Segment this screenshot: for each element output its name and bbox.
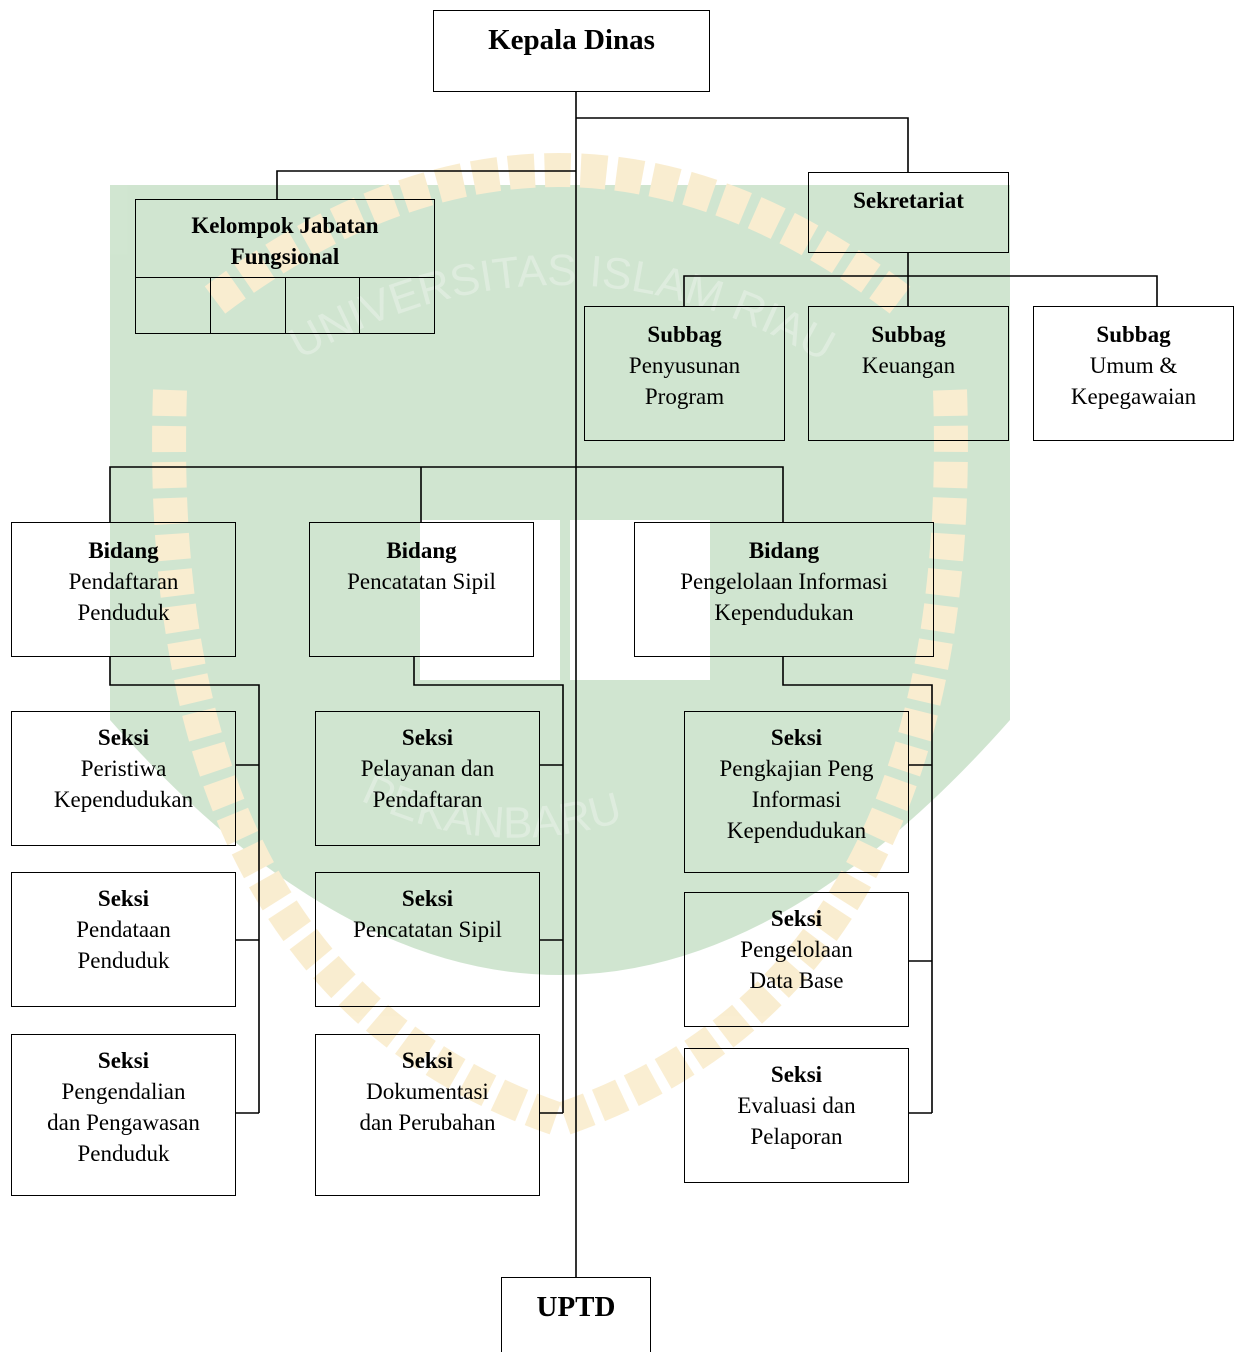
seksi-name: Evaluasi dan Pelaporan <box>737 1093 856 1149</box>
seksi-pendataan-penduduk-box: Seksi Pendataan Penduduk <box>11 872 236 1007</box>
subbag-name: Penyusunan Program <box>628 353 741 409</box>
fungsional-slot <box>136 278 211 333</box>
seksi-title: Seksi <box>770 1062 823 1087</box>
seksi-title: Seksi <box>97 886 150 911</box>
bidang-title: Bidang <box>386 538 457 563</box>
seksi-pengendalian-pengawasan-box: Seksi Pengendalian dan Pengawasan Pendud… <box>11 1034 236 1196</box>
kelompok-jabatan-fungsional-box: Kelompok Jabatan Fungsional <box>135 199 435 334</box>
fungsional-title: Kelompok Jabatan Fungsional <box>191 213 379 269</box>
seksi-title: Seksi <box>401 1048 454 1073</box>
sekretariat-title: Sekretariat <box>853 188 964 213</box>
seksi-title: Seksi <box>770 906 823 931</box>
seksi-title: Seksi <box>401 725 454 750</box>
seksi-pelayanan-pendaftaran-box: Seksi Pelayanan dan Pendaftaran <box>315 711 540 846</box>
bidang-pencatatan-sipil-box: Bidang Pencatatan Sipil <box>309 522 534 657</box>
subbag-umum-kepegawaian-box: Subbag Umum & Kepegawaian <box>1033 306 1234 441</box>
fungsional-slot <box>211 278 286 333</box>
seksi-pengkajian-informasi-box: Seksi Pengkajian Peng Informasi Kependud… <box>684 711 909 873</box>
seksi-name: Pencatatan Sipil <box>353 917 502 942</box>
fungsional-slot <box>360 278 434 333</box>
subbag-title: Subbag <box>647 322 722 347</box>
seksi-peristiwa-kependudukan-box: Seksi Peristiwa Kependudukan <box>11 711 236 846</box>
seksi-name: Pengkajian Peng Informasi Kependudukan <box>719 756 874 843</box>
seksi-name: Dokumentasi dan Perubahan <box>359 1079 496 1135</box>
bidang-pengelolaan-informasi-box: Bidang Pengelolaan Informasi Kependuduka… <box>634 522 934 657</box>
uptd-title: UPTD <box>536 1291 616 1323</box>
seksi-title: Seksi <box>97 1048 150 1073</box>
bidang-name: Pencatatan Sipil <box>347 569 496 594</box>
seksi-title: Seksi <box>401 886 454 911</box>
bidang-title: Bidang <box>88 538 159 563</box>
seksi-pencatatan-sipil-box: Seksi Pencatatan Sipil <box>315 872 540 1007</box>
bidang-title: Bidang <box>748 538 820 563</box>
subbag-penyusunan-program-box: Subbag Penyusunan Program <box>584 306 785 441</box>
seksi-title: Seksi <box>770 725 823 750</box>
uptd-box: UPTD <box>501 1277 651 1352</box>
seksi-name: Pendataan Penduduk <box>76 917 171 973</box>
kepala-dinas-box: Kepala Dinas <box>433 10 710 92</box>
subbag-name: Keuangan <box>861 353 956 378</box>
seksi-name: Pelayanan dan Pendaftaran <box>360 756 495 812</box>
fungsional-slots <box>136 277 434 333</box>
seksi-evaluasi-pelaporan-box: Seksi Evaluasi dan Pelaporan <box>684 1048 909 1183</box>
seksi-name: Peristiwa Kependudukan <box>53 756 194 812</box>
subbag-title: Subbag <box>871 322 946 347</box>
subbag-title: Subbag <box>1096 322 1171 347</box>
subbag-name: Umum & Kepegawaian <box>1070 353 1197 409</box>
seksi-name: Pengendalian dan Pengawasan Penduduk <box>47 1079 200 1166</box>
seksi-title: Seksi <box>97 725 150 750</box>
bidang-pendaftaran-penduduk-box: Bidang Pendaftaran Penduduk <box>11 522 236 657</box>
subbag-keuangan-box: Subbag Keuangan <box>808 306 1009 441</box>
seksi-pengelolaan-data-base-box: Seksi Pengelolaan Data Base <box>684 892 909 1027</box>
bidang-name: Pendaftaran Penduduk <box>68 569 179 625</box>
fungsional-slot <box>286 278 361 333</box>
sekretariat-box: Sekretariat <box>808 172 1009 253</box>
seksi-dokumentasi-perubahan-box: Seksi Dokumentasi dan Perubahan <box>315 1034 540 1196</box>
seksi-name: Pengelolaan Data Base <box>740 937 853 993</box>
bidang-name: Pengelolaan Informasi Kependudukan <box>680 569 888 625</box>
kepala-dinas-title: Kepala Dinas <box>488 24 655 56</box>
